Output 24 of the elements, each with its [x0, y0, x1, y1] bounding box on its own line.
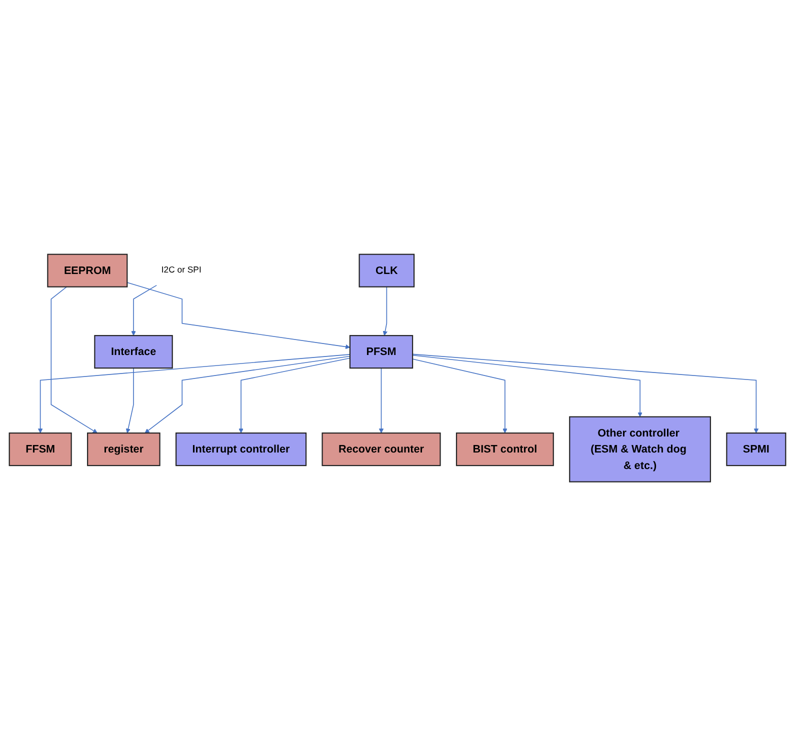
node-text: I2C or SPI — [161, 266, 202, 275]
node-box: Interrupt controller — [176, 432, 307, 466]
node-box: SPMI — [726, 432, 786, 466]
node-box: Other controller (ESM & Watch dog & etc.) — [569, 416, 711, 482]
arrow — [412, 358, 508, 434]
node-box: Recover counter — [322, 432, 441, 466]
arrow — [144, 356, 350, 434]
arrow — [412, 354, 642, 417]
arrow — [131, 284, 158, 336]
node-box: FFSM — [8, 432, 72, 466]
arrow — [50, 286, 98, 434]
arrow — [412, 354, 759, 434]
arrow — [38, 354, 350, 434]
node-box: EEPROM — [47, 254, 128, 288]
node-box: Interface — [94, 334, 173, 369]
node-box: PFSM — [349, 334, 414, 369]
node-box: CLK — [358, 254, 415, 288]
arrow — [126, 368, 134, 434]
arrow — [382, 286, 388, 336]
node-box: BIST control — [456, 432, 554, 466]
arrow — [126, 282, 350, 350]
arrow — [378, 368, 384, 434]
node-box: register — [87, 432, 160, 466]
arrow — [238, 358, 350, 434]
